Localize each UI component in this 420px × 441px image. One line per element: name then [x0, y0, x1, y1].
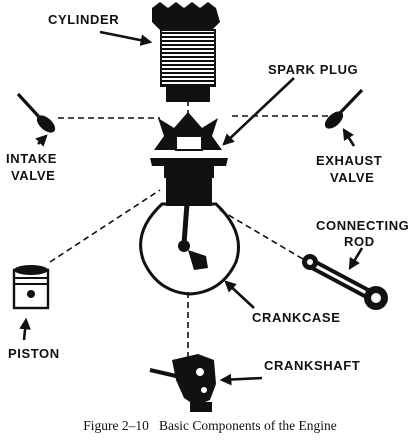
label-intake-valve-line1: INTAKE — [6, 151, 57, 166]
label-connecting-rod-line2: ROD — [344, 234, 375, 249]
component-labels: CYLINDER SPARK PLUG INTAKE VALVE EXHAUST… — [6, 12, 409, 373]
connecting-rod-part — [302, 254, 388, 310]
label-cylinder: CYLINDER — [48, 12, 119, 27]
label-intake-valve-line2: VALVE — [11, 168, 55, 183]
assembly-dashed-lines — [49, 100, 328, 366]
label-exhaust-valve-line1: EXHAUST — [316, 153, 382, 168]
figure-caption: Figure 2–10 Basic Components of the Engi… — [83, 418, 336, 433]
label-crankcase: CRANKCASE — [252, 310, 340, 325]
cylinder-part — [152, 2, 220, 102]
internal-rod-part — [178, 189, 208, 270]
cylinder-head-assembly — [150, 112, 228, 178]
label-piston: PISTON — [8, 346, 60, 361]
label-spark-plug: SPARK PLUG — [268, 62, 358, 77]
leader-arrows — [19, 30, 364, 386]
label-crankshaft: CRANKSHAFT — [264, 358, 360, 373]
label-exhaust-valve-line2: VALVE — [330, 170, 374, 185]
crankshaft-part — [149, 354, 216, 412]
piston-part — [12, 265, 50, 310]
label-connecting-rod-line1: CONNECTING — [316, 218, 409, 233]
intake-valve-part — [16, 92, 56, 133]
exhaust-valve-part — [324, 88, 364, 129]
